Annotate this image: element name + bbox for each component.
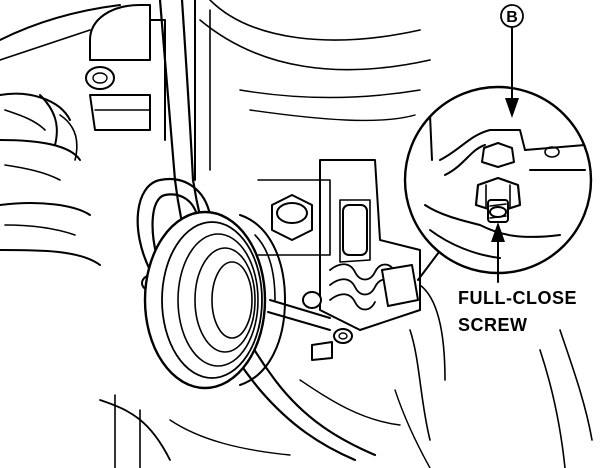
left-corrugated-hose (0, 92, 101, 266)
top-fitting (85, 0, 211, 181)
engine-background-lines (0, 0, 593, 468)
marker-b-label: B (506, 9, 518, 26)
mounting-bolt (257, 179, 331, 256)
marker-b-callout: B (500, 4, 524, 118)
diaphragm-actuator (136, 177, 331, 390)
screw-arrow-head (491, 222, 505, 242)
marker-b-arrow-head (505, 98, 519, 118)
throttle-lever-assembly (302, 159, 421, 361)
full-close-label-line1: FULL-CLOSE (458, 288, 577, 308)
full-close-label-line2: SCREW (458, 315, 528, 335)
full-close-screw-callout: FULL-CLOSE SCREW (458, 222, 577, 335)
